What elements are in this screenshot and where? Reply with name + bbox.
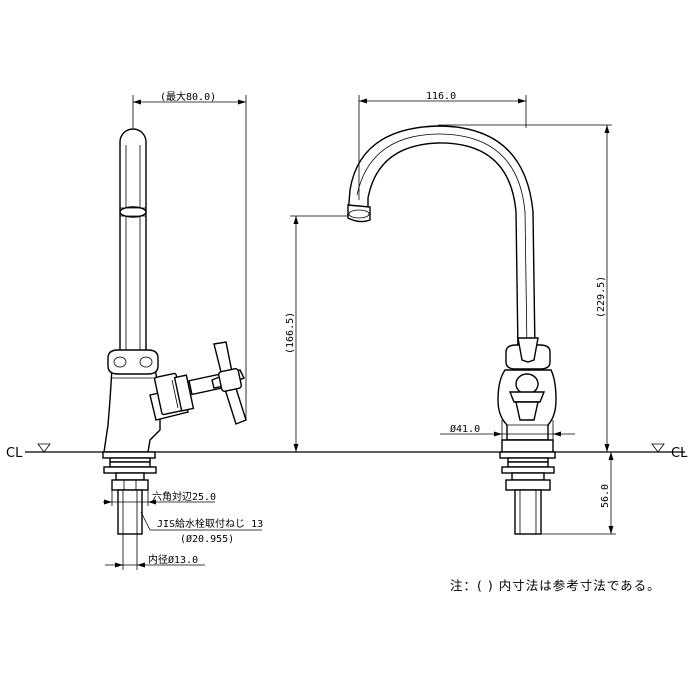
reference-dimension-note: 注：( ) 内寸法は参考寸法である。: [450, 578, 661, 593]
front-dim-spout-height: (166.5): [285, 215, 348, 452]
side-body-nut: [107, 349, 159, 375]
side-threaded-shank: [117, 489, 143, 535]
front-gooseneck-spout: [347, 125, 536, 353]
cl-triangle-left: [37, 443, 51, 453]
side-thread-sub: (Ø20.955): [180, 533, 234, 545]
side-dim-annotations: 六角対辺25.0 JIS給水栓取付ねじ 13 (Ø20.955) 内径Ø13.0: [103, 490, 263, 570]
front-view: 116.0 (166.5) (229.5) Ø41.0: [285, 91, 616, 535]
side-vertical-tube: [119, 128, 147, 359]
front-hex-nut: [505, 479, 551, 491]
cl-label-right: CL: [671, 446, 688, 461]
front-dim-base-dia: Ø41.0: [440, 420, 575, 440]
front-spout-tip: [347, 204, 371, 223]
front-dim-base-dia-label: Ø41.0: [450, 423, 480, 435]
side-thread-label: JIS給水栓取付ねじ 13: [157, 517, 263, 530]
front-dim-width-label: 116.0: [426, 91, 456, 102]
front-dim-spout-height-label: (166.5): [285, 312, 296, 354]
side-hex-nut: [111, 479, 149, 491]
side-spout-ring: [119, 206, 147, 218]
side-base-flange: [102, 451, 156, 459]
front-dim-total-height: (229.5): [438, 124, 612, 452]
front-base-flange: [499, 451, 556, 459]
cl-label-left: CL: [6, 446, 23, 461]
front-cross-handle: [517, 337, 539, 363]
side-dim-top: (最大80.0): [132, 90, 247, 420]
front-valve-knob: [515, 373, 539, 395]
side-faucet-body: [103, 367, 161, 453]
cl-triangle-right: [651, 443, 665, 453]
side-view: (最大80.0) 六角対辺25.0 JIS給水栓取付ねじ 13 (Ø20.955…: [102, 90, 263, 570]
front-dim-shank-label: 56.0: [600, 484, 611, 508]
front-threaded-shank: [514, 489, 542, 535]
side-hex-label: 六角対辺25.0: [152, 490, 216, 503]
front-dim-width: 116.0: [358, 91, 527, 200]
front-dim-shank: 56.0: [541, 452, 616, 535]
side-dim-top-label: (最大80.0): [160, 90, 216, 103]
front-dim-total-height-label: (229.5): [596, 276, 607, 318]
side-bore-label: 内径Ø13.0: [148, 553, 198, 566]
